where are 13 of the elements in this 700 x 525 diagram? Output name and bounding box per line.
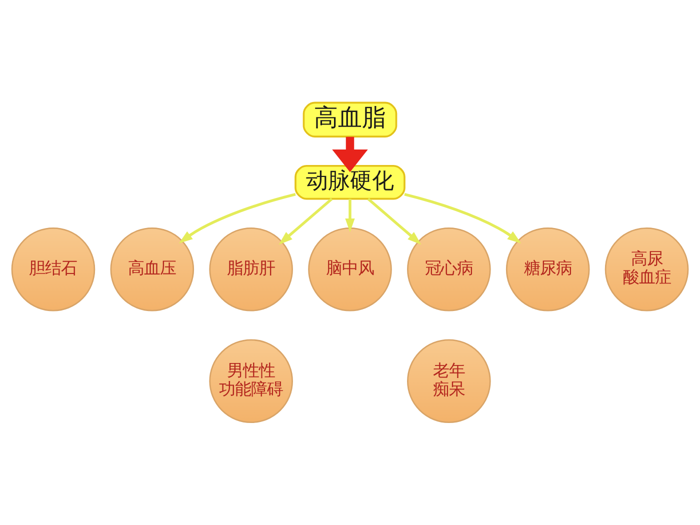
node-circle: 高尿酸血症 bbox=[604, 227, 689, 312]
node-box: 动脉硬化 bbox=[294, 164, 406, 200]
arrow bbox=[178, 193, 296, 244]
arrow bbox=[367, 198, 422, 245]
arrow bbox=[404, 193, 522, 244]
node-circle: 男性性功能障碍 bbox=[209, 339, 293, 424]
arrow bbox=[332, 136, 368, 172]
node-circle: 老年痴呆 bbox=[407, 339, 491, 424]
arrow bbox=[278, 198, 333, 245]
arrow bbox=[345, 198, 355, 232]
node-box: 高血脂 bbox=[302, 102, 398, 138]
node-circle: 脑中风 bbox=[308, 227, 392, 312]
node-circle: 胆结石 bbox=[11, 227, 96, 312]
